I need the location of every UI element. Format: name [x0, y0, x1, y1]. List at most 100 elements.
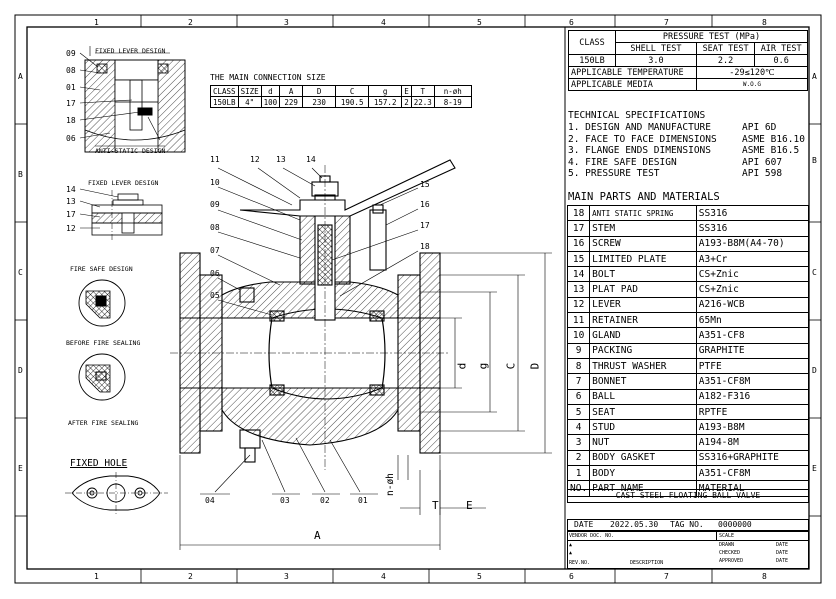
- part-callout: 01: [358, 496, 368, 505]
- vendor-doc-cell: VENDOR DOC. NO.: [568, 532, 717, 541]
- date-small: DATE: [776, 558, 789, 564]
- part-callout: 03: [280, 496, 290, 505]
- parts-no-cell: 2: [566, 449, 591, 467]
- row-label: D: [18, 366, 23, 375]
- checked-label: CHECKED: [719, 550, 741, 556]
- connection-table-title: THE MAIN CONNECTION SIZE: [210, 73, 326, 82]
- parts-material-cell: A194-8M: [695, 434, 810, 451]
- detail1-label: 01: [66, 83, 76, 92]
- table-header: PART NAME: [589, 480, 697, 497]
- detail2-label: 14: [66, 185, 76, 194]
- table-cell: 150LB: [210, 96, 239, 108]
- table-cell: 229: [279, 96, 304, 108]
- tech-specs-title: TECHNICAL SPECIFICATIONS: [568, 110, 706, 121]
- parts-material-cell: A3+Cr: [695, 250, 810, 268]
- parts-name-cell: BONNET: [589, 373, 697, 390]
- fixed-hole-drawing: [65, 472, 168, 514]
- parts-no-cell: 11: [566, 312, 591, 329]
- parts-material-cell: A351-CF8: [695, 327, 810, 344]
- table-header: T: [410, 85, 435, 97]
- parts-material-cell: A216-WCB: [695, 296, 810, 314]
- part-callout: 08: [210, 223, 220, 232]
- parts-name-cell: BALL: [589, 388, 697, 405]
- table-header: AIR TEST: [754, 42, 808, 55]
- part-callout: 07: [210, 246, 220, 255]
- col-label: 8: [762, 18, 767, 27]
- parts-header-row: NO. PART NAME MATERIAL: [566, 480, 810, 497]
- parts-no-cell: 4: [566, 419, 591, 436]
- detail-fixed-lever: [91, 190, 163, 240]
- dim-d-outer: D: [528, 362, 542, 370]
- table-cell: 230: [302, 96, 337, 108]
- main-leaders: [200, 167, 419, 495]
- scale-label: SCALE: [719, 533, 735, 539]
- date-small: DATE: [776, 542, 789, 548]
- table-cell: 2.2: [695, 54, 756, 67]
- table-cell: 150LB: [568, 54, 616, 67]
- part-callout: 05: [210, 291, 220, 300]
- description-label: DESCRIPTION: [630, 560, 664, 566]
- col-label: 4: [381, 18, 386, 27]
- parts-material-cell: PTFE: [695, 357, 810, 375]
- parts-material-cell: A193-B8M(A4-70): [695, 235, 810, 252]
- row-label: A: [812, 72, 817, 81]
- parts-name-cell: LEVER: [589, 296, 697, 314]
- parts-material-cell: SS316+GRAPHITE: [695, 449, 810, 467]
- part-callout: 12: [250, 155, 260, 164]
- dim-g: g: [476, 362, 490, 370]
- part-callout: 10: [210, 178, 220, 187]
- parts-no-cell: 7: [566, 373, 591, 390]
- parts-name-cell: PACKING: [589, 342, 697, 359]
- table-cell: 2: [401, 96, 412, 108]
- dim-nh: n-øh: [385, 473, 396, 496]
- dimension-lines: [179, 252, 552, 550]
- fire-safe-circle-2: [78, 353, 126, 401]
- col-label: 7: [664, 572, 669, 581]
- parts-name-cell: GLAND: [589, 327, 697, 344]
- spec-value: API 6D: [742, 122, 777, 133]
- dim-d: d: [455, 362, 469, 370]
- detail1-label: 09: [66, 49, 76, 58]
- col-label: 1: [94, 572, 99, 581]
- tag-value: 0000000: [718, 520, 752, 529]
- row-label: E: [812, 464, 817, 473]
- table-cell: 100: [260, 96, 281, 108]
- table-cell: 22.3: [410, 96, 435, 108]
- media-value: W.O.G: [695, 78, 809, 91]
- table-header: E: [401, 85, 412, 97]
- column-ticks: [15, 15, 821, 583]
- table-cell: 0.6: [754, 54, 808, 67]
- table-header: C: [335, 85, 370, 97]
- col-label: 6: [569, 572, 574, 581]
- parts-material-cell: A182-F316: [695, 388, 810, 405]
- date-row: DATE 2022.05.30 TAG NO. 0000000: [567, 519, 809, 531]
- table-header: g: [368, 85, 403, 97]
- parts-material-cell: SS316: [695, 204, 810, 222]
- row-label: E: [18, 464, 23, 473]
- row-label: C: [18, 268, 23, 277]
- class-header: CLASS: [568, 30, 616, 55]
- fixed-lever-design-label-2: FIXED LEVER DESIGN: [88, 179, 159, 187]
- table-header: A: [279, 85, 304, 97]
- temp-value: -29≤120℃: [695, 66, 809, 79]
- parts-name-cell: BOLT: [589, 266, 697, 283]
- parts-no-cell: 5: [566, 403, 591, 421]
- date-small: DATE: [776, 550, 789, 556]
- parts-name-cell: STEM: [589, 220, 697, 237]
- part-callout: 13: [276, 155, 286, 164]
- inner-frame: [26, 26, 810, 570]
- part-callout: 11: [210, 155, 220, 164]
- col-label: 1: [94, 18, 99, 27]
- parts-name-cell: THRUST WASHER: [589, 357, 697, 375]
- detail1-label: 06: [66, 134, 76, 143]
